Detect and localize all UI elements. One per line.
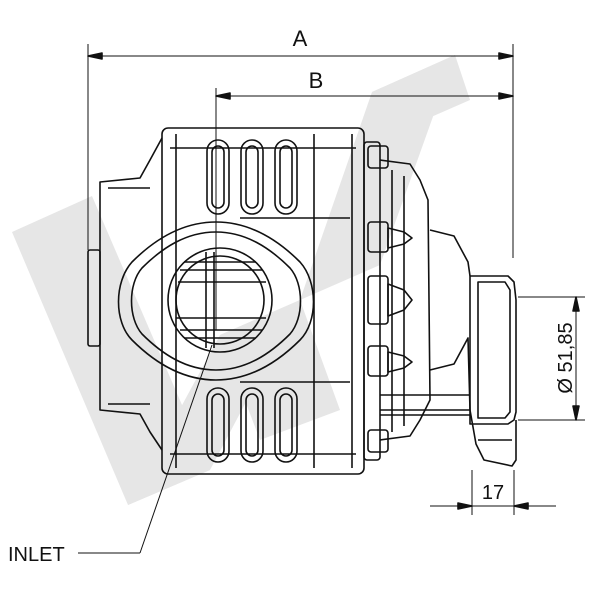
pump-body	[87, 127, 517, 475]
inlet-label: INLET	[8, 544, 65, 566]
dimension-17	[430, 470, 556, 515]
dimension-b-label: B	[309, 68, 324, 93]
dimension-17-label: 17	[482, 482, 504, 504]
watermark-logo	[12, 55, 470, 505]
dimension-a-label: A	[293, 26, 308, 51]
diameter-label: Ø 51,85	[555, 322, 577, 393]
dimension-a	[87, 44, 514, 258]
dimension-diameter	[518, 296, 585, 421]
